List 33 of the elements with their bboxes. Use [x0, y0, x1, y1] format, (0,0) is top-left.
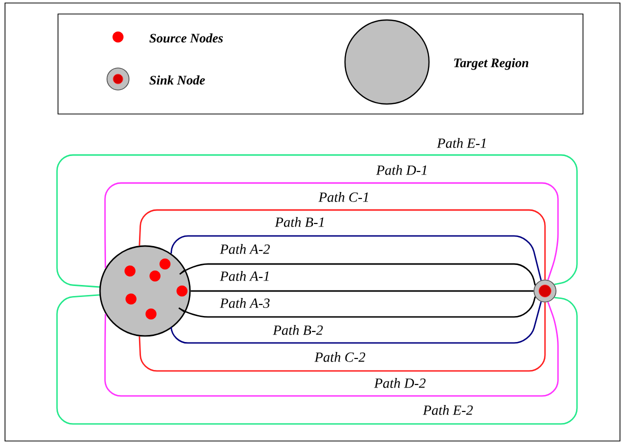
source-node-dot [160, 258, 170, 270]
legend-label: Sink Node [149, 75, 205, 85]
source-node-dot [150, 270, 160, 282]
path-line [179, 263, 536, 286]
legend-label: Source Nodes [149, 33, 223, 43]
edge-label: Path A-3 [218, 297, 272, 309]
edge-label: Path A-1 [218, 270, 272, 282]
legend-label: Target Region [454, 58, 528, 70]
edge-label: Path D-1 [375, 164, 429, 176]
edge-label: Path C-1 [318, 191, 370, 203]
edge-label: Path C-2 [314, 351, 366, 363]
path-line [104, 182, 559, 280]
path-line [170, 235, 542, 280]
edge-label: Path D-2 [373, 377, 427, 389]
source-node-dot [124, 265, 136, 276]
source-node-dot [176, 285, 188, 296]
path-line [170, 302, 542, 344]
path-line [178, 296, 536, 318]
edge-label: Path E-1 [436, 137, 488, 149]
edge-label: Path B-2 [272, 324, 324, 336]
edge-label: Path B-1 [274, 216, 326, 228]
path-line [56, 154, 578, 288]
path-line [104, 302, 559, 397]
edge-label: Path A-2 [218, 243, 272, 255]
target-region-circle [99, 245, 191, 337]
path-line [56, 294, 578, 425]
source-node-dot [146, 308, 156, 320]
source-node-dot [126, 293, 136, 304]
path-line [190, 290, 534, 292]
path-line [138, 302, 546, 372]
sink-node-symbol [534, 280, 556, 302]
path-line [138, 209, 546, 280]
edge-label: Path E-2 [422, 404, 474, 416]
